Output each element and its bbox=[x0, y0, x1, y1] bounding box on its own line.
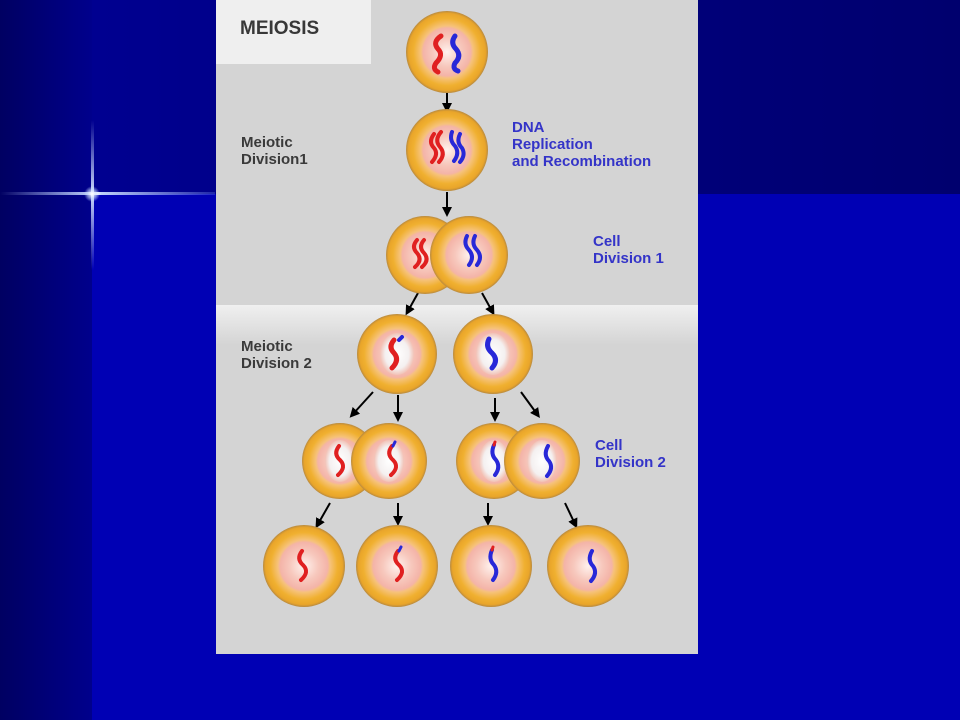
cell-division-2-right-b bbox=[504, 423, 580, 499]
star-flare-core bbox=[84, 186, 100, 202]
cell-division-1-right bbox=[430, 216, 508, 294]
gamete-2 bbox=[356, 525, 438, 607]
cell-replicated bbox=[406, 109, 488, 191]
gamete-3 bbox=[450, 525, 532, 607]
star-flare-horizontal bbox=[0, 192, 215, 195]
cell-parent bbox=[406, 11, 488, 93]
slide-left-band bbox=[0, 0, 92, 720]
diagram-title: MEIOSIS bbox=[240, 18, 320, 39]
label-meiotic-division-1: Meiotic Division1 bbox=[241, 134, 308, 168]
gamete-4 bbox=[547, 525, 629, 607]
arrow-3a bbox=[405, 292, 419, 316]
arrow-3b bbox=[481, 292, 495, 316]
title-box bbox=[216, 0, 371, 64]
cell-daughter-1-left bbox=[357, 314, 437, 394]
cell-division-2-left-b bbox=[351, 423, 427, 499]
arrow-5a bbox=[315, 502, 331, 529]
gamete-1 bbox=[263, 525, 345, 607]
arrow-4d bbox=[520, 391, 540, 419]
label-cell-division-2: Cell Division 2 bbox=[595, 437, 666, 471]
label-cell-division-1: Cell Division 1 bbox=[593, 233, 664, 267]
label-meiotic-division-2: Meiotic Division 2 bbox=[241, 338, 312, 372]
arrow-5d bbox=[564, 502, 578, 529]
cell-daughter-1-right bbox=[453, 314, 533, 394]
label-dna-replication: DNA Replication and Recombination bbox=[512, 119, 652, 170]
arrow-4a bbox=[349, 391, 374, 418]
